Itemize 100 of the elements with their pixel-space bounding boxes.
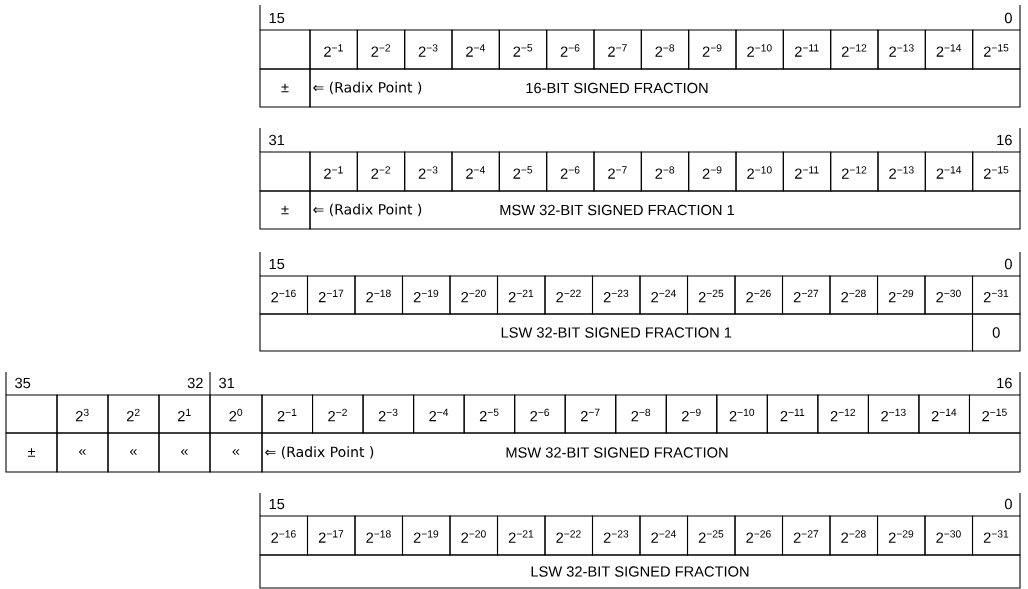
table-cell: 2$^{−3}$ (404, 29, 453, 70)
table-cell: 2$^{−6}$ (546, 151, 595, 192)
table-cell: 0 (971, 313, 1021, 352)
bit-number: 31 (269, 134, 285, 146)
table-cell: 2$^{−26}$ (734, 275, 784, 315)
bit-number: 15 (269, 498, 285, 510)
table-cell: 2$^{−4}$ (451, 29, 500, 70)
table-cell: 2$^{−16}$ (259, 515, 309, 556)
table-cell: 2$^{−17}$ (306, 515, 356, 556)
table-cell: 2$^{−2}$ (312, 394, 364, 434)
table-cell: 2$^{−18}$ (354, 275, 404, 315)
table-cell: 2$^{−4}$ (413, 394, 465, 434)
table-cell: 2$^{−1}$ (261, 394, 314, 434)
table-cell: 2$^{−1}$ (309, 151, 358, 192)
table-cell: 2$^{−17}$ (306, 275, 356, 315)
radix-point-note: ⇐ (Radix Point ) (313, 203, 422, 217)
table-cell: 2$^{−20}$ (449, 275, 499, 315)
bit-number: 0 (1004, 12, 1012, 24)
table-cell: 2$^{−12}$ (817, 394, 869, 434)
bit-number: 32 (187, 377, 203, 389)
table-cell: 2$^{3}$ (56, 394, 109, 434)
table-cell: 2$^{−18}$ (354, 515, 404, 556)
table-cell: 2$^{−10}$ (735, 151, 784, 192)
table-cell: 2$^{−28}$ (829, 275, 879, 315)
table-cell: 2$^{−12}$ (830, 29, 879, 70)
table-cell: 2$^{−8}$ (640, 29, 690, 70)
table-cell: 2$^{−30}$ (924, 275, 974, 315)
bit-number: 16 (997, 377, 1012, 389)
table-cell: 2$^{−9}$ (665, 394, 718, 434)
table-cell: 2$^{−13}$ (877, 29, 926, 70)
table-cell: 2$^{−6}$ (514, 394, 566, 434)
table-cell: 2$^{1}$ (158, 394, 211, 434)
table-cell: 2$^{−25}$ (686, 275, 736, 315)
bit-number: 15 (269, 12, 285, 24)
table-cell: 2$^{−8}$ (615, 394, 667, 434)
table-cell: 2$^{−10}$ (735, 29, 784, 70)
table-cell: 2$^{−11}$ (766, 394, 819, 434)
table-cell: 2$^{−31}$ (971, 275, 1021, 315)
table-cell: 2$^{−13}$ (877, 151, 926, 192)
table-cell: 2$^{−8}$ (640, 151, 690, 192)
table-cell: 2$^{−19}$ (401, 515, 451, 556)
table-cell: 2$^{−13}$ (867, 394, 920, 434)
table-cell: 2$^{−3}$ (362, 394, 415, 434)
table-cell: « (56, 432, 109, 473)
bit-number: 35 (15, 377, 31, 389)
table-cell: 2$^{−5}$ (498, 151, 548, 192)
table-cell: 2$^{−24}$ (639, 275, 689, 315)
table-cell: 2$^{−15}$ (972, 29, 1021, 70)
table-cell: 2$^{−14}$ (918, 394, 970, 434)
table-cell: « (158, 432, 211, 473)
table-cell: 2$^{−24}$ (639, 515, 689, 556)
table-cell: 2$^{2}$ (107, 394, 160, 434)
table-cell: 2$^{−5}$ (498, 29, 548, 70)
table-cell: 2$^{−10}$ (716, 394, 768, 434)
table-cell: 2$^{−31}$ (971, 515, 1021, 556)
table-cell: 2$^{−11}$ (782, 29, 832, 70)
table-cell: 2$^{−6}$ (546, 29, 595, 70)
table-cell: 2$^{−27}$ (781, 275, 831, 315)
table-cell: 2$^{−15}$ (972, 151, 1021, 192)
table-cell: 2$^{−1}$ (309, 29, 358, 70)
table-cell: 2$^{−29}$ (876, 275, 926, 315)
table-cell: 2$^{−12}$ (830, 151, 879, 192)
table-cell: 2$^{−30}$ (924, 515, 974, 556)
bit-number: 0 (1004, 258, 1012, 270)
bit-number: 0 (1004, 498, 1012, 510)
table-cell: 2$^{−7}$ (593, 29, 642, 70)
table-cell: 2$^{−2}$ (356, 29, 406, 70)
table-cell: 2$^{−27}$ (781, 515, 831, 556)
table-cell: 2$^{−23}$ (591, 515, 641, 556)
table-cell: 2$^{−14}$ (924, 151, 974, 192)
table-cell: 2$^{−22}$ (544, 275, 594, 315)
table-cell: 2$^{0}$ (209, 394, 263, 434)
table-cell: 2$^{−21}$ (496, 275, 546, 315)
table-cell: 2$^{−16}$ (259, 275, 309, 315)
table-cell: 2$^{−19}$ (401, 275, 451, 315)
table-cell: 2$^{−2}$ (356, 151, 406, 192)
table-cell: 2$^{−21}$ (496, 515, 546, 556)
table-cell: 2$^{−9}$ (688, 151, 737, 192)
table-cell: LSW 32-BIT SIGNED FRACTION 1 (259, 313, 974, 352)
table-cell: ± (259, 190, 311, 230)
table-cell: 2$^{−7}$ (564, 394, 617, 434)
table-cell: 2$^{−9}$ (688, 29, 737, 70)
table-cell: 2$^{−26}$ (734, 515, 784, 556)
table-cell: 2$^{−5}$ (463, 394, 516, 434)
table-cell: « (209, 432, 263, 473)
bit-number: 31 (219, 377, 235, 389)
table-cell: LSW 32-BIT SIGNED FRACTION (259, 554, 1021, 589)
table-cell: 2$^{−14}$ (924, 29, 974, 70)
table-cell: 2$^{−20}$ (449, 515, 499, 556)
table-cell: 2$^{−11}$ (782, 151, 832, 192)
radix-point-note: ⇐ (Radix Point ) (313, 81, 422, 95)
table-cell: 2$^{−28}$ (829, 515, 879, 556)
bit-number: 15 (269, 258, 285, 270)
table-cell: 2$^{−3}$ (404, 151, 453, 192)
table-cell: ± (5, 432, 58, 473)
table-cell: 2$^{−7}$ (593, 151, 642, 192)
table-cell: 2$^{−25}$ (686, 515, 736, 556)
radix-point-note: ⇐ (Radix Point ) (265, 446, 374, 459)
table-cell: 2$^{−4}$ (451, 151, 500, 192)
table-cell: 2$^{−15}$ (968, 394, 1021, 434)
